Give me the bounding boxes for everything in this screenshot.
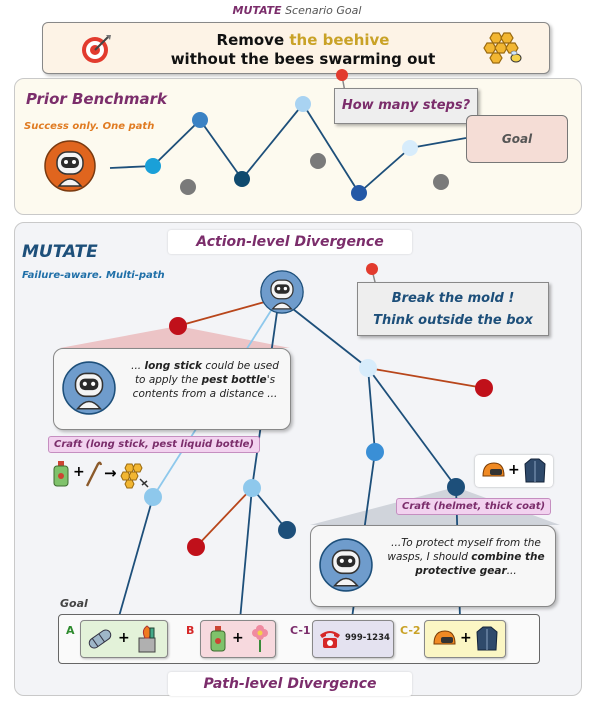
- prior-benchmark-subtitle: Success only. One path: [24, 121, 155, 132]
- beehive-sprayed-icon: [120, 463, 149, 489]
- rolled-paper-icon: [88, 629, 112, 649]
- callout-line-1: Break the mold !: [391, 291, 515, 306]
- plus-sign: +: [508, 462, 520, 478]
- thought-text-bold: pest bottle: [201, 374, 267, 386]
- prior-node: [192, 112, 208, 128]
- prior-node: [234, 171, 250, 187]
- callout-line-2: Think outside the box: [373, 313, 533, 328]
- prior-distractor-node: [180, 179, 196, 195]
- thought-text-stick: ... long stick could be used to apply th…: [128, 359, 282, 401]
- helmet-icon: [433, 630, 456, 645]
- smoke-canister-icon: [138, 625, 156, 653]
- craft-tag-stick: Craft (long stick, pest liquid bottle): [48, 436, 260, 453]
- robot-avatar-orange: [44, 140, 96, 192]
- path-level-text: Path-level Divergence: [203, 676, 377, 692]
- thought-text-part: ...: [506, 565, 517, 577]
- robot-avatar-thinking: [319, 538, 373, 592]
- failure-node: [169, 317, 187, 335]
- robot-avatar-root: [260, 270, 304, 314]
- pest-bottle-icon: [53, 461, 69, 487]
- path-label-b: B: [186, 624, 195, 637]
- path-a-items: +: [80, 620, 168, 658]
- plus-sign: +: [232, 630, 244, 646]
- goal-prefix: Remove: [216, 31, 285, 49]
- prior-node: [295, 96, 311, 112]
- path-label-c1: C-1: [290, 624, 311, 637]
- thought-text-bold: long stick: [144, 360, 203, 372]
- goal-line2: without the bees swarming out: [170, 50, 436, 68]
- path-b-items: +: [200, 620, 276, 658]
- thick-coat-icon: [524, 458, 546, 483]
- action-level-text: Action-level Divergence: [196, 234, 384, 250]
- goal-tray-label: Goal: [60, 597, 88, 610]
- mutate-title: MUTATE: [22, 242, 98, 262]
- thought-text-part: ...: [131, 360, 145, 372]
- scenario-goal-text: Remove the beehive without the bees swar…: [153, 31, 453, 69]
- path-label-c2: C-2: [400, 624, 421, 637]
- prior-goal-label: Goal: [501, 132, 533, 146]
- flower-icon: [252, 625, 268, 652]
- recipe-gear: +: [475, 455, 553, 487]
- prior-node: [402, 140, 418, 156]
- failure-node: [187, 538, 205, 556]
- scenario-caption: MUTATE Scenario Goal: [0, 4, 594, 17]
- path-level-label: Path-level Divergence: [168, 672, 412, 696]
- action-node: [447, 478, 465, 496]
- scenario-caption-rest: Scenario Goal: [285, 4, 362, 17]
- prior-benchmark-title: Prior Benchmark: [26, 90, 167, 108]
- question-text: How many steps?: [341, 98, 471, 113]
- action-node: [144, 488, 162, 506]
- craft-tag-gear: Craft (helmet, thick coat): [396, 498, 552, 515]
- thought-text-part: ...To protect myself from the wasps, I s…: [387, 537, 541, 563]
- arrow-sign: →: [104, 464, 117, 482]
- phone-number: 999-1234: [345, 633, 390, 643]
- mutate-subtitle: Failure-aware. Multi-path: [22, 270, 165, 281]
- thought-bubble-stick: ... long stick could be used to apply th…: [53, 348, 291, 430]
- prior-distractor-node: [433, 174, 449, 190]
- action-node: [278, 521, 296, 539]
- plus-sign: +: [73, 464, 85, 480]
- question-callout: How many steps?: [334, 88, 478, 124]
- thought-text-gear: ...To protect myself from the wasps, I s…: [383, 536, 549, 578]
- recipe-stick: + →: [52, 461, 162, 491]
- path-c2-items: +: [424, 620, 506, 658]
- thick-coat-icon: [476, 626, 498, 651]
- failure-node: [475, 379, 493, 397]
- helmet-icon: [482, 462, 505, 477]
- pest-bottle-icon: [210, 626, 226, 652]
- thought-text-part: 's contents from a distance ...: [132, 374, 278, 400]
- target-icon: [82, 35, 111, 63]
- thought-text-bold: combine the protective gear: [415, 551, 545, 577]
- prior-node: [351, 185, 367, 201]
- robot-avatar-thinking: [62, 361, 116, 415]
- telephone-icon: [320, 631, 340, 648]
- action-level-label: Action-level Divergence: [168, 230, 412, 254]
- thought-text-part: could be used to apply the: [134, 360, 279, 386]
- pin-icon: [336, 69, 348, 81]
- prior-node: [145, 158, 161, 174]
- long-stick-icon: [85, 461, 102, 487]
- plus-sign: +: [118, 630, 130, 646]
- action-node: [359, 359, 377, 377]
- path-c1-items: 999-1234: [312, 620, 394, 658]
- pin-icon: [366, 263, 378, 275]
- scenario-caption-name: MUTATE: [232, 4, 282, 17]
- scenario-goal-card: Remove the beehive without the bees swar…: [42, 22, 550, 74]
- action-node: [366, 443, 384, 461]
- goal-highlight: the beehive: [289, 31, 390, 49]
- prior-distractor-node: [310, 153, 326, 169]
- thought-bubble-gear: ...To protect myself from the wasps, I s…: [310, 525, 556, 607]
- plus-sign: +: [460, 630, 472, 646]
- action-node: [243, 479, 261, 497]
- beehive-icon: [483, 32, 522, 64]
- break-the-mold-callout: Break the mold ! Think outside the box: [357, 282, 549, 336]
- prior-goal-box: Goal: [466, 115, 568, 163]
- path-label-a: A: [66, 624, 75, 637]
